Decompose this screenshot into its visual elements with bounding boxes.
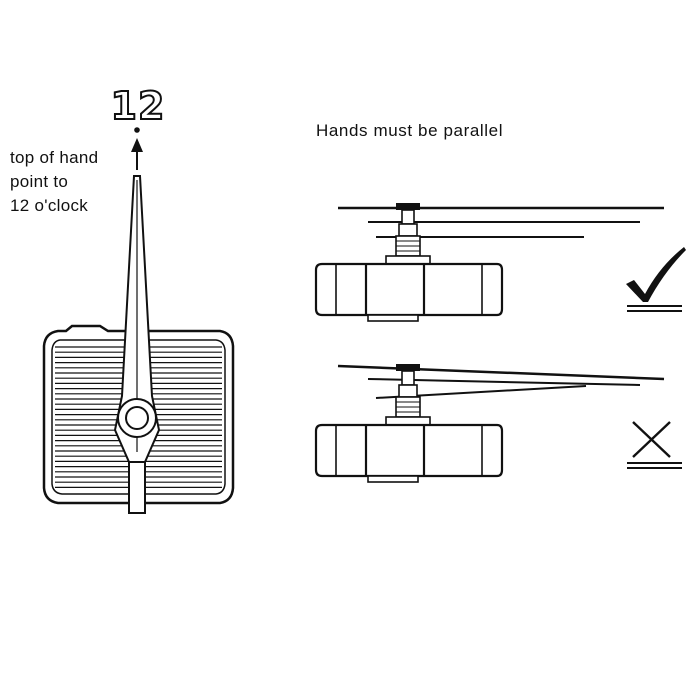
parallel-heading: Hands must be parallel <box>316 121 504 140</box>
movement-side-parallel <box>314 203 664 322</box>
check-icon <box>626 247 686 312</box>
cross-icon <box>627 421 682 469</box>
instruction-line: top of hand <box>10 148 99 167</box>
instruction-line: 12 o'clock <box>10 196 89 215</box>
instruction-line: point to <box>10 172 69 191</box>
twelve-numeral: 12 <box>110 84 166 128</box>
up-arrow-icon <box>131 127 143 170</box>
hand-instruction: top of hand point to 12 o'clock <box>10 146 140 218</box>
movement-side-not-parallel <box>314 364 665 483</box>
clock-hand <box>113 175 161 514</box>
